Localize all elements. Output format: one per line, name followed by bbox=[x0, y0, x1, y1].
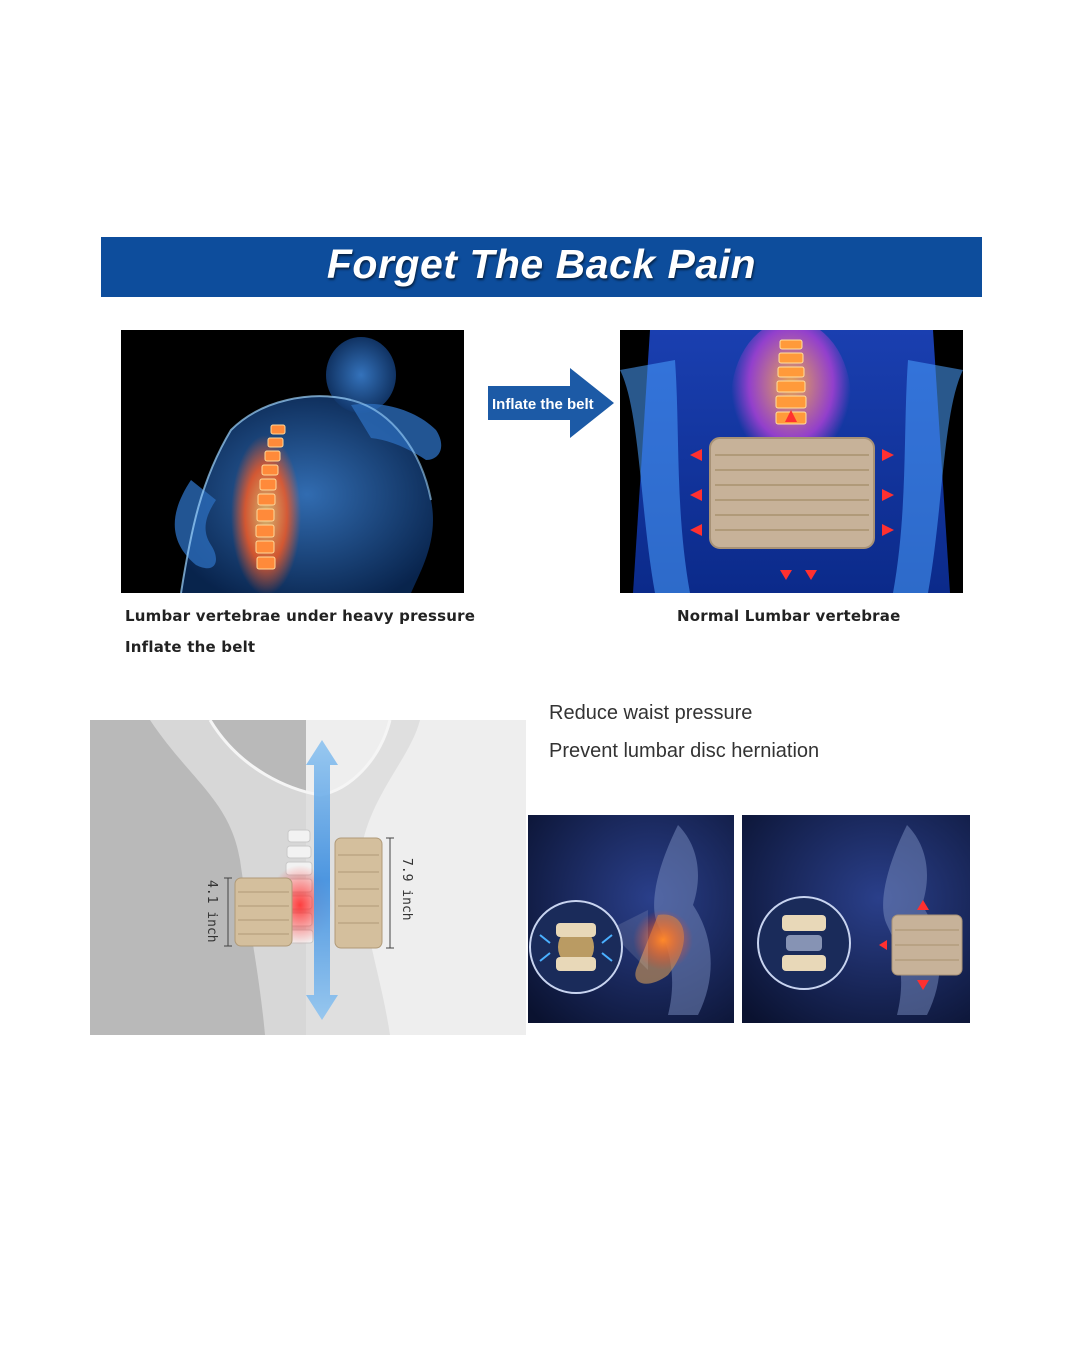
benefit-item: Reduce waist pressure bbox=[549, 702, 753, 724]
inflated-belt-skeleton-image bbox=[620, 330, 963, 593]
disc-relief-image bbox=[742, 815, 970, 1023]
inflated-height-label: 7.9 inch bbox=[399, 858, 414, 921]
deflated-height-label: 4.1 inch bbox=[204, 880, 219, 943]
benefit-item: Prevent lumbar disc herniation bbox=[549, 740, 820, 762]
before-caption-line2: Inflate the belt bbox=[125, 638, 256, 656]
before-caption-line1: Lumbar vertebrae under heavy pressure bbox=[125, 607, 476, 625]
arrow-label: Inflate the belt bbox=[492, 396, 594, 413]
after-caption: Normal Lumbar vertebrae bbox=[677, 607, 901, 625]
page-title: Forget The Back Pain bbox=[326, 241, 757, 287]
back-pain-figure-image bbox=[121, 330, 464, 593]
title-banner: Forget The Back Pain bbox=[101, 237, 982, 297]
disc-compression-image bbox=[528, 815, 734, 1023]
blue-right-arrow-icon: Inflate the belt bbox=[488, 368, 614, 438]
belt-size-comparison-image: 4.1 inch 7.9 inch bbox=[90, 720, 526, 1035]
